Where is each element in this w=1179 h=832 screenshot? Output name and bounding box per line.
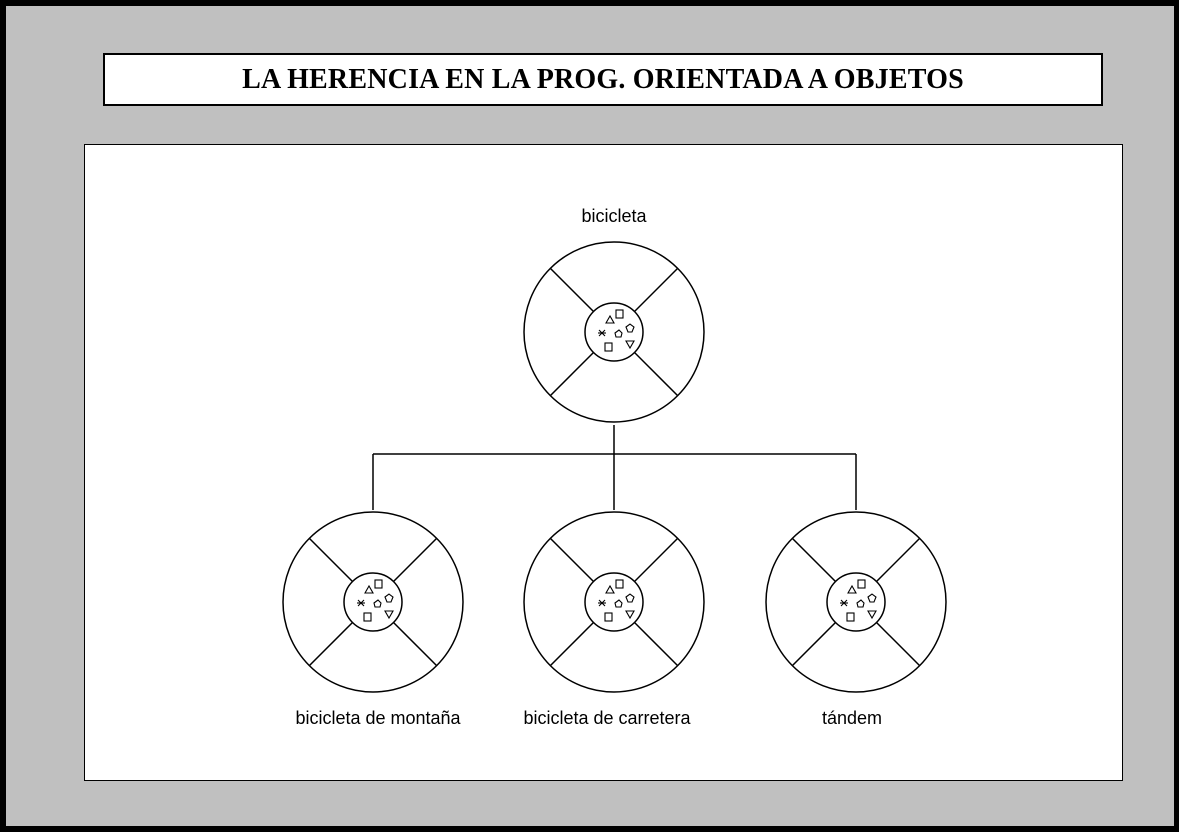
pentagon-symbol xyxy=(856,599,865,608)
node-label-root: bicicleta xyxy=(581,206,647,226)
data-symbols xyxy=(840,579,877,622)
pentagon-symbol xyxy=(384,593,394,603)
pentagon-symbol xyxy=(867,593,877,603)
triangle-symbol xyxy=(605,584,615,594)
square-symbol xyxy=(363,612,372,622)
square-symbol xyxy=(846,612,855,622)
method-divider xyxy=(308,621,354,667)
data-symbols xyxy=(598,579,635,622)
triangle-down-symbol xyxy=(867,610,877,620)
node-label-child-3: tándem xyxy=(821,708,883,728)
square-symbol xyxy=(374,579,383,589)
diagram-panel: bicicleta bicicleta de montaña bicicleta… xyxy=(84,144,1123,781)
method-divider xyxy=(549,267,595,313)
method-divider xyxy=(549,537,595,583)
method-divider xyxy=(549,621,595,667)
method-divider xyxy=(392,537,438,583)
square-symbol xyxy=(604,342,613,352)
object-core-circle xyxy=(343,572,403,632)
data-symbols xyxy=(357,579,394,622)
title-box: LA HERENCIA EN LA PROG. ORIENTADA A OBJE… xyxy=(103,53,1103,106)
object-core-circle xyxy=(584,302,644,362)
node-child-1 xyxy=(282,511,464,693)
method-divider xyxy=(791,621,837,667)
star-symbol xyxy=(598,599,606,607)
data-symbols xyxy=(598,309,635,352)
method-divider xyxy=(875,537,921,583)
pentagon-symbol xyxy=(614,329,623,338)
square-symbol xyxy=(615,579,624,589)
method-divider xyxy=(633,621,679,667)
slide-title: LA HERENCIA EN LA PROG. ORIENTADA A OBJE… xyxy=(242,63,964,95)
pentagon-symbol xyxy=(625,593,635,603)
object-nodes xyxy=(282,241,947,693)
method-divider xyxy=(549,351,595,397)
object-core-circle xyxy=(584,572,644,632)
star-symbol xyxy=(357,599,365,607)
method-divider xyxy=(791,537,837,583)
pentagon-symbol xyxy=(625,323,635,333)
triangle-down-symbol xyxy=(625,610,635,620)
pentagon-symbol xyxy=(373,599,382,608)
node-label-child-2: bicicleta de carretera xyxy=(523,708,691,728)
node-child-3 xyxy=(765,511,947,693)
triangle-down-symbol xyxy=(625,340,635,350)
triangle-down-symbol xyxy=(384,610,394,620)
method-divider xyxy=(875,621,921,667)
inheritance-diagram xyxy=(282,241,947,693)
triangle-symbol xyxy=(847,584,857,594)
triangle-symbol xyxy=(364,584,374,594)
method-divider xyxy=(392,621,438,667)
connectors xyxy=(372,425,857,510)
square-symbol xyxy=(857,579,866,589)
square-symbol xyxy=(615,309,624,319)
object-core-circle xyxy=(826,572,886,632)
triangle-symbol xyxy=(605,314,615,324)
method-divider xyxy=(633,537,679,583)
star-symbol xyxy=(840,599,848,607)
method-divider xyxy=(308,537,354,583)
method-divider xyxy=(633,351,679,397)
star-symbol xyxy=(598,329,606,337)
node-root xyxy=(523,241,705,423)
node-label-child-1: bicicleta de montaña xyxy=(295,708,461,728)
square-symbol xyxy=(604,612,613,622)
pentagon-symbol xyxy=(614,599,623,608)
method-divider xyxy=(633,267,679,313)
node-child-2 xyxy=(523,511,705,693)
